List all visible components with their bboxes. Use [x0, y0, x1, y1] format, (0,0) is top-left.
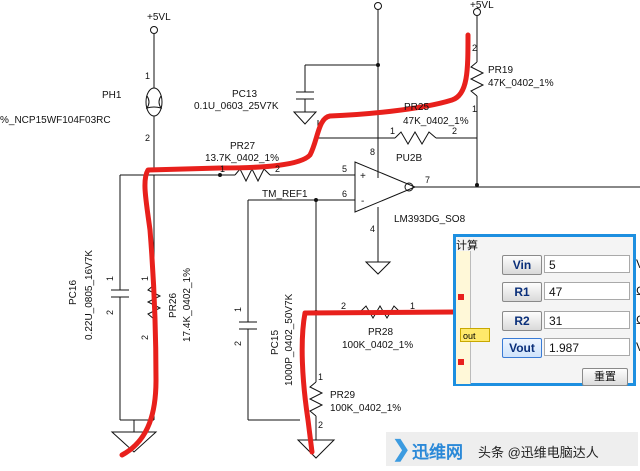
ph1-pin-top: 1 [145, 71, 150, 81]
r1-unit: Ω [636, 282, 640, 300]
pr25-pin-right: 2 [452, 126, 457, 136]
vin-button[interactable]: Vin [502, 255, 542, 275]
watermark-brand: 迅维网 [412, 443, 463, 462]
pr19-pin-top: 2 [472, 43, 477, 53]
pr26-pin-bottom: 2 [140, 335, 150, 340]
power-label-right: +5VL [470, 0, 494, 11]
pc15-ref: PC15 [270, 330, 281, 355]
pr28-pin-left: 2 [341, 301, 346, 311]
pr27-value: 13.7K_0402_1% [205, 153, 279, 164]
ph1-value: %_NCP15WF104F03RC [0, 115, 111, 126]
voltage-divider-calculator: 计算 out Vin 5 V R1 47 Ω R2 31 Ω Vout 1.98… [453, 234, 640, 386]
pr19-ref: PR19 [488, 65, 513, 76]
pr25-ref: PR25 [404, 102, 429, 113]
pc15-value: 1000P_0402_50V7K [284, 293, 295, 386]
pr26-value: 17.4K_0402_1% [182, 268, 193, 342]
wire-opamp-supply [374, 2, 382, 178]
r1-input[interactable]: 47 [544, 282, 630, 300]
resistor-pr29 [308, 312, 324, 440]
pr28-pin-right: 1 [410, 301, 415, 311]
reset-button[interactable]: 重置 [582, 368, 628, 386]
r2-unit: Ω [636, 311, 640, 329]
ph1-ref: PH1 [102, 90, 122, 101]
vin-input[interactable]: 5 [544, 255, 630, 273]
pr27-pin-right: 2 [275, 164, 280, 174]
pu2b-pin-out: 7 [425, 175, 430, 185]
pr29-pin-top: 1 [318, 372, 323, 382]
ph1-pin-bottom: 2 [145, 133, 150, 143]
marker-icon [458, 359, 464, 365]
r2-input[interactable]: 31 [544, 311, 630, 329]
pr27-ref: PR27 [230, 141, 255, 152]
pc16-ref: PC16 [68, 280, 79, 305]
pr26-pin-top: 1 [140, 276, 150, 281]
pr29-pin-bottom: 2 [318, 420, 323, 430]
vout-input[interactable]: 1.987 [544, 338, 630, 356]
wire-left-vertical [150, 26, 158, 168]
pc13-ref: PC13 [232, 89, 257, 100]
vin-unit: V [636, 255, 640, 273]
pu2b-pin-minus: 6 [342, 189, 347, 199]
r2-button[interactable]: R2 [502, 311, 542, 331]
out-tag: out [460, 328, 490, 342]
pr19-value: 47K_0402_1% [488, 78, 554, 89]
calculator-title: 计算 [456, 240, 478, 252]
capacitor-pc15 [239, 321, 257, 420]
resistor-pr25 [317, 120, 477, 145]
power-label-left: +5VL [147, 12, 171, 23]
pc13-value: 0.1U_0603_25V7K [194, 101, 279, 112]
pr26-ref: PR26 [168, 293, 179, 318]
pr29-ref: PR29 [330, 390, 355, 401]
watermark: ❯ 迅维网 头条 @迅维电脑达人 [386, 432, 638, 466]
pc16-pin-bottom: 2 [105, 310, 115, 315]
pc15-pin-top: 1 [233, 307, 243, 312]
red-highlight-main [119, 32, 471, 458]
vout-button[interactable]: Vout [502, 338, 542, 358]
net-tm-ref [247, 198, 320, 322]
net-label-tm-ref: TM_REF1 [262, 189, 308, 200]
red-highlight-output [299, 309, 458, 455]
pu2b-pin-vcc: 8 [370, 147, 375, 157]
opamp-pu2b [320, 161, 640, 275]
pr19-pin-bottom: 1 [472, 104, 477, 114]
pr28-ref: PR28 [368, 327, 393, 338]
watermark-arrow-icon: ❯ [392, 436, 411, 461]
resistor-pr27 [218, 167, 355, 183]
resistor-pr19 [469, 8, 485, 187]
capacitor-pc16 [111, 270, 129, 420]
pr29-value: 100K_0402_1% [330, 403, 401, 414]
vout-unit: V [636, 338, 640, 356]
pu2b-ref: PU2B [396, 153, 422, 164]
thermistor-ph1 [145, 80, 163, 122]
pr28-value: 100K_0402_1% [342, 340, 413, 351]
pr27-pin-left: 1 [220, 164, 225, 174]
pr25-value: 47K_0402_1% [403, 116, 469, 127]
pu2b-value: LM393DG_SO8 [394, 214, 466, 225]
pu2b-pin-plus: 5 [342, 164, 347, 174]
pc15-pin-bottom: 2 [233, 341, 243, 346]
ground-center [248, 419, 336, 459]
pr25-pin-left: 1 [390, 126, 395, 136]
pu2b-pin-gnd: 4 [370, 224, 375, 234]
pc16-value: 0.22U_0805_16V7K [84, 250, 95, 340]
pc16-pin-top: 1 [105, 276, 115, 281]
pu2b-minus-sign: - [361, 196, 364, 207]
calculator-side-strip [456, 251, 471, 384]
pu2b-plus-sign: + [360, 171, 366, 182]
watermark-sub: 头条 @迅维电脑达人 [478, 445, 599, 460]
r1-button[interactable]: R1 [502, 282, 542, 302]
marker-icon [458, 294, 464, 300]
